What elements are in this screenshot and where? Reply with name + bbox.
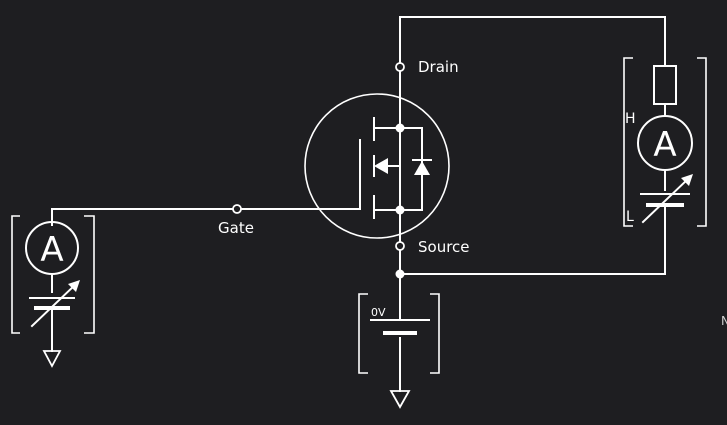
supply-voltage-label: 0V (371, 306, 386, 319)
resistor-icon (653, 65, 677, 105)
gate-terminal[interactable] (232, 204, 242, 214)
source-junction (395, 205, 405, 215)
drain-source-adjust-line (641, 176, 691, 224)
ground-icon (42, 350, 62, 368)
drain-wire (399, 16, 666, 129)
gate-wire (51, 139, 361, 226)
return-wire (399, 217, 666, 275)
supply-unit[interactable]: 0V (358, 293, 440, 374)
ground-icon (389, 390, 411, 409)
meter-low-label: L (626, 209, 634, 225)
drain-meter-bracket-left (623, 57, 633, 227)
source-terminal[interactable] (395, 241, 405, 251)
variable-voltage-source-icon (29, 280, 80, 328)
body-diode-icon (414, 161, 430, 175)
drain-meter-unit[interactable]: H A L (623, 57, 707, 227)
supply-bracket-right (430, 293, 440, 374)
gate-meter-unit[interactable]: A (11, 215, 95, 334)
gate-source-adjust-arrow (68, 280, 80, 292)
supply-bracket-left (358, 293, 368, 374)
drain-label: Drain (418, 58, 459, 76)
drain-source-adjust-arrow (681, 174, 693, 186)
mosfet-icon (304, 93, 450, 239)
body-arrow-icon (374, 158, 388, 174)
gate-meter-bracket-right (84, 215, 95, 334)
gate-meter-bracket-left (11, 215, 20, 334)
drain-junction (395, 123, 405, 133)
gate-ammeter-symbol: A (40, 230, 63, 270)
battery-icon (370, 319, 430, 335)
wires (51, 16, 666, 392)
drain-meter-bracket-right (697, 57, 707, 227)
mosfet-body (304, 93, 450, 239)
edge-glyph: N (721, 314, 727, 328)
source-label: Source (418, 238, 470, 256)
gate-source-adjust-line (30, 282, 78, 328)
variable-voltage-source-icon (640, 174, 693, 224)
drain-ammeter-symbol: A (653, 125, 676, 165)
gate-label: Gate (218, 219, 254, 237)
drain-terminal[interactable] (395, 62, 405, 72)
meter-high-label: H (625, 111, 636, 127)
source-return-junction (395, 269, 405, 279)
